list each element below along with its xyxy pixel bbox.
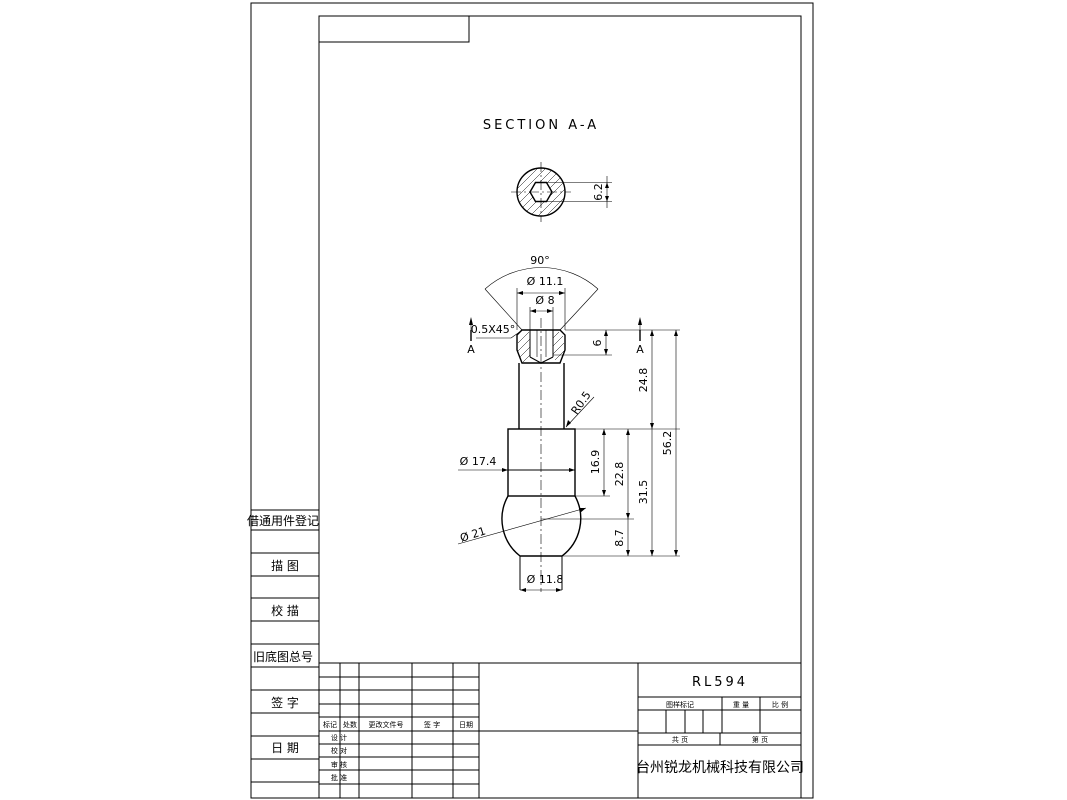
main-view: 90° Ø 11.1 Ø 8 0.5X45° A A 6: [457, 254, 680, 592]
section-mark-left: A: [467, 343, 475, 356]
section-hatch: [517, 168, 565, 216]
ball-outline: [501, 495, 582, 557]
dim-dia-11-8: Ø 11.8: [527, 573, 564, 586]
side-registration-block: 借通用件登记 描 图 校 描 旧底图总号 签 字 日 期: [247, 509, 319, 783]
drawing-mark-label: 图样标记: [666, 700, 694, 709]
sheet-frame: [250, 2, 814, 799]
rev-header-doc: 更改文件号: [369, 720, 404, 729]
dim-len-22-8: 22.8: [613, 462, 626, 487]
side-label-check-trace: 校 描: [271, 603, 299, 618]
dim-chamfer: 0.5X45°: [471, 323, 516, 336]
top-section-outline: [516, 329, 566, 364]
dim-len-56-2: 56.2: [661, 431, 674, 456]
section-view: SECTION A-A 6.2: [483, 118, 612, 222]
weight-label: 重 量: [733, 701, 749, 709]
dim-depth-6: 6: [591, 340, 604, 347]
role-proofread: 校 对: [331, 746, 347, 755]
company-name: 台州锐龙机械科技有限公司: [636, 760, 804, 776]
dim-dia-8: Ø 8: [535, 294, 554, 307]
role-approve: 批 准: [331, 773, 347, 782]
dim-len-16-9: 16.9: [589, 450, 602, 475]
role-review: 审 核: [331, 760, 347, 769]
section-title: SECTION A-A: [483, 118, 599, 133]
role-design: 设 计: [331, 733, 347, 742]
dim-dia-11-1: Ø 11.1: [527, 275, 564, 288]
rev-header-date: 日期: [459, 721, 473, 729]
side-label-date: 日 期: [271, 741, 299, 755]
dim-dia-17-4: Ø 17.4: [460, 455, 497, 468]
dim-len-8-7: 8.7: [613, 529, 626, 547]
rev-header-sign: 签 字: [424, 720, 440, 729]
part-number: RL594: [692, 675, 748, 690]
dim-len-31-5: 31.5: [637, 480, 650, 505]
rev-header-mark: 标记: [323, 720, 337, 729]
page-number-label: 第 页: [752, 735, 768, 744]
revision-block: 标记 处数 更改文件号 签 字 日期 设 计 校 对 审 核 批 准: [319, 662, 801, 798]
section-mark-right: A: [636, 343, 644, 356]
dim-dia-21: Ø 21: [458, 524, 487, 544]
side-label-old-number: 旧底图总号: [253, 649, 313, 664]
rev-header-count: 处数: [343, 720, 357, 729]
title-block: RL594 图样标记 重 量 比 例 共 页 第 页 台州锐龙机械科技有限公司: [636, 663, 804, 798]
dim-angle-90: 90°: [530, 254, 550, 267]
side-label-register: 借通用件登记: [247, 513, 319, 528]
side-label-signature: 签 字: [271, 695, 299, 710]
top-section-hatch: [517, 331, 565, 363]
dim-hex-width: 6.2: [592, 183, 605, 201]
dim-len-24-8: 24.8: [637, 368, 650, 393]
total-pages-label: 共 页: [672, 735, 688, 744]
side-label-trace: 描 图: [271, 559, 299, 573]
dim-radius: R0.5: [569, 389, 594, 417]
scale-label: 比 例: [772, 700, 788, 709]
